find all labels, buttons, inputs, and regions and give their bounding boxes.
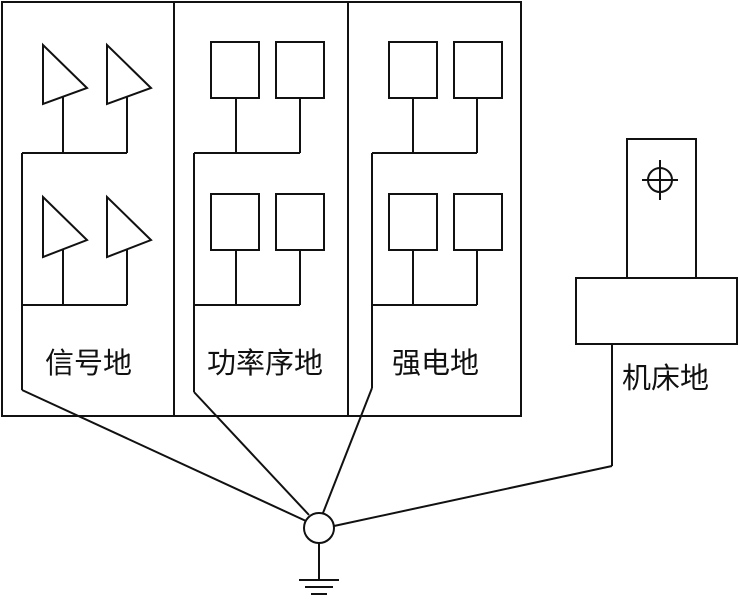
strong-component-box [388, 41, 438, 99]
amplifier-triangle-icon [42, 194, 89, 259]
power-component-box [210, 193, 260, 251]
machine-ground-label: 机床地 [622, 361, 710, 395]
strong-ground-section [371, 41, 503, 388]
signal-ground-lead [21, 389, 307, 522]
power-component-box [275, 193, 325, 251]
cabinet-outline [1, 1, 522, 417]
machine-ground-lead [333, 465, 613, 527]
strong-component-box [388, 193, 438, 251]
power-ground-lead [193, 391, 310, 516]
machine-spindle [626, 138, 697, 279]
power-component-box [210, 41, 260, 99]
signal-ground-section [21, 42, 153, 390]
power-ground-section [193, 41, 325, 392]
strong-component-box [453, 41, 503, 99]
amplifier-triangle-icon [106, 42, 153, 106]
power-component-box [275, 41, 325, 99]
strong-ground-label: 强电地 [392, 346, 480, 380]
power-ground-label: 功率序地 [207, 346, 324, 380]
machine-base [575, 277, 738, 345]
common-ground-point [303, 512, 335, 544]
strong-ground-lead [322, 387, 373, 514]
strong-component-box [453, 193, 503, 251]
amplifier-triangle-icon [106, 194, 153, 259]
signal-ground-label: 信号地 [45, 346, 133, 380]
machine-tool [575, 138, 738, 466]
amplifier-triangle-icon [42, 42, 89, 106]
earth-ground-icon [299, 543, 339, 595]
